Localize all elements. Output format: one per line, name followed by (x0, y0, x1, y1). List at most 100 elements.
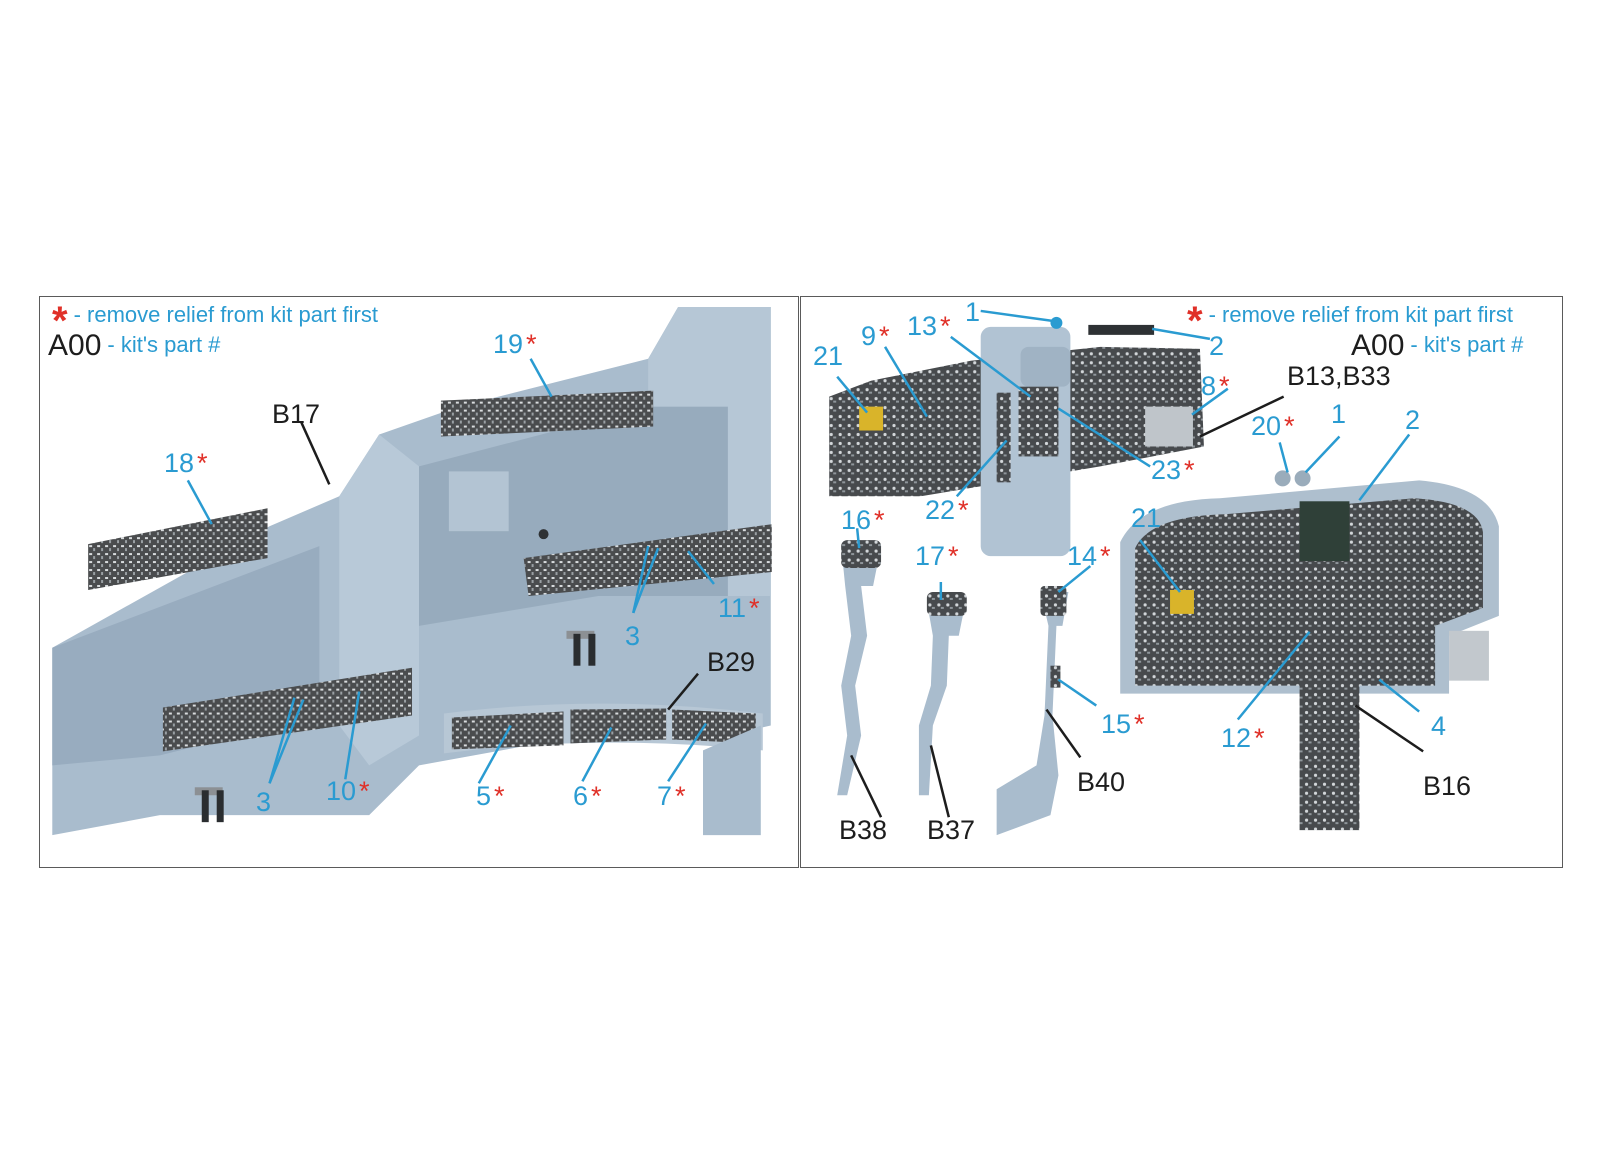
callout-leaders (186, 358, 715, 784)
main-instrument-panel (1135, 498, 1483, 686)
asterisk-icon: * (1187, 299, 1203, 343)
stick-b37 (918, 595, 967, 796)
kit-part-legend: A00- kit's part # (48, 329, 220, 363)
callout-3-front: 3 (256, 787, 272, 817)
asterisk-icon: * (879, 321, 890, 351)
kit-part-b38: B38 (839, 815, 888, 845)
kit-part-b17: B17 (272, 399, 321, 429)
lower-console-b16 (1299, 680, 1360, 831)
callout-4: 4 (1431, 711, 1447, 741)
kit-part-leaders (300, 422, 699, 711)
callout-21-main: 21 (1131, 503, 1162, 533)
kit-part-b13-b33: B13,B33 (1287, 361, 1391, 391)
callout-1: 1 (965, 297, 981, 327)
callout-16: 16* (841, 505, 885, 535)
hook-part-icon (566, 630, 596, 666)
callout-1-main: 1 (1331, 399, 1347, 429)
callout-23: 23* (1151, 455, 1195, 485)
panel-22 (996, 392, 1011, 483)
asterisk-icon: * (359, 776, 370, 806)
callout-13: 13* (907, 311, 951, 341)
b29-leg (703, 725, 761, 836)
knob-part-1 (1294, 470, 1311, 487)
keypad (1449, 630, 1489, 681)
knob-part-1 (1050, 316, 1063, 329)
placard-21 (1170, 589, 1194, 614)
kit-part-legend: A00- kit's part # (1351, 329, 1523, 363)
asterisk-icon: * (1254, 723, 1265, 753)
seat-block (448, 471, 509, 532)
asterisk-icon: * (197, 448, 208, 478)
asterisk-icon: * (1184, 455, 1195, 485)
callout-9: 9* (861, 321, 890, 351)
callout-2: 2 (1209, 331, 1225, 361)
right-assembly-panel: *- remove relief from kit part first A00… (800, 296, 1563, 868)
callout-14: 14* (1067, 541, 1111, 571)
callout-22: 22* (925, 495, 969, 525)
asterisk-icon: * (948, 541, 959, 571)
asterisk-icon: * (1100, 541, 1111, 571)
asterisk-icon: * (675, 781, 686, 811)
panel-18 (88, 508, 268, 590)
placard-21 (859, 406, 884, 431)
asterisk-icon: * (874, 505, 885, 535)
panel-15 (1050, 665, 1061, 688)
asterisk-legend-text: - remove relief from kit part first (73, 302, 378, 327)
callout-20: 20* (1251, 411, 1295, 441)
callout-18: 18* (164, 448, 208, 478)
asterisk-icon: * (958, 495, 969, 525)
asterisk-legend: *- remove relief from kit part first (52, 299, 378, 344)
asterisk-icon: * (1219, 371, 1230, 401)
asterisk-icon: * (1134, 709, 1145, 739)
panel-10 (162, 667, 413, 752)
left-assembly-panel: *- remove relief from kit part first A00… (39, 296, 799, 868)
callout-15: 15* (1101, 709, 1145, 739)
callout-17: 17* (915, 541, 959, 571)
stick-b40 (996, 591, 1069, 836)
asterisk-icon: * (494, 781, 505, 811)
callout-21-upper: 21 (813, 341, 844, 371)
callout-10: 10* (326, 776, 370, 806)
floor-hole (538, 529, 549, 540)
callout-6: 6* (573, 781, 602, 811)
console-top (1020, 346, 1071, 387)
asterisk-icon: * (749, 593, 760, 623)
callout-5: 5* (476, 781, 505, 811)
callout-7: 7* (657, 781, 686, 811)
kit-part-b16: B16 (1423, 771, 1472, 801)
asterisk-legend: *- remove relief from kit part first (1187, 299, 1513, 344)
panel-8 (1145, 406, 1193, 447)
stick-b38 (837, 546, 882, 796)
grip-panel-16 (841, 540, 882, 569)
knob-part-20 (1274, 470, 1291, 487)
callout-8: 8* (1201, 371, 1230, 401)
kit-part-leaders (850, 395, 1424, 818)
asterisk-icon: * (526, 329, 537, 359)
tub-rear-wall (648, 306, 771, 596)
kit-part-b29: B29 (707, 647, 756, 677)
callout-leaders (836, 309, 1420, 721)
rear-cockpit-tub-illustration (52, 306, 772, 836)
panel-13 (1018, 386, 1059, 457)
panel-6 (570, 708, 667, 744)
kit-part-legend-text: - kit's part # (1410, 332, 1524, 357)
kit-part-legend-text: - kit's part # (107, 332, 221, 357)
asterisk-icon: * (1284, 411, 1295, 441)
callout-19: 19* (493, 329, 537, 359)
strip-part-2 (1088, 324, 1155, 335)
callout-2-main: 2 (1405, 405, 1421, 435)
kit-part-b40: B40 (1077, 767, 1126, 797)
kit-part-code-example: A00 (48, 329, 102, 362)
panel-19 (440, 390, 654, 437)
asterisk-icon: * (52, 299, 68, 343)
grip-panel-14 (1040, 585, 1067, 616)
mfd-screen (1299, 501, 1350, 562)
hook-part-icon (194, 787, 224, 823)
asterisk-icon: * (591, 781, 602, 811)
grip-panel-17 (926, 591, 967, 616)
callout-3-rear: 3 (625, 621, 641, 651)
panel-7 (672, 709, 756, 744)
kit-part-b37: B37 (927, 815, 976, 845)
kit-part-code-example: A00 (1351, 329, 1405, 362)
front-cockpit-illustration (829, 309, 1499, 836)
